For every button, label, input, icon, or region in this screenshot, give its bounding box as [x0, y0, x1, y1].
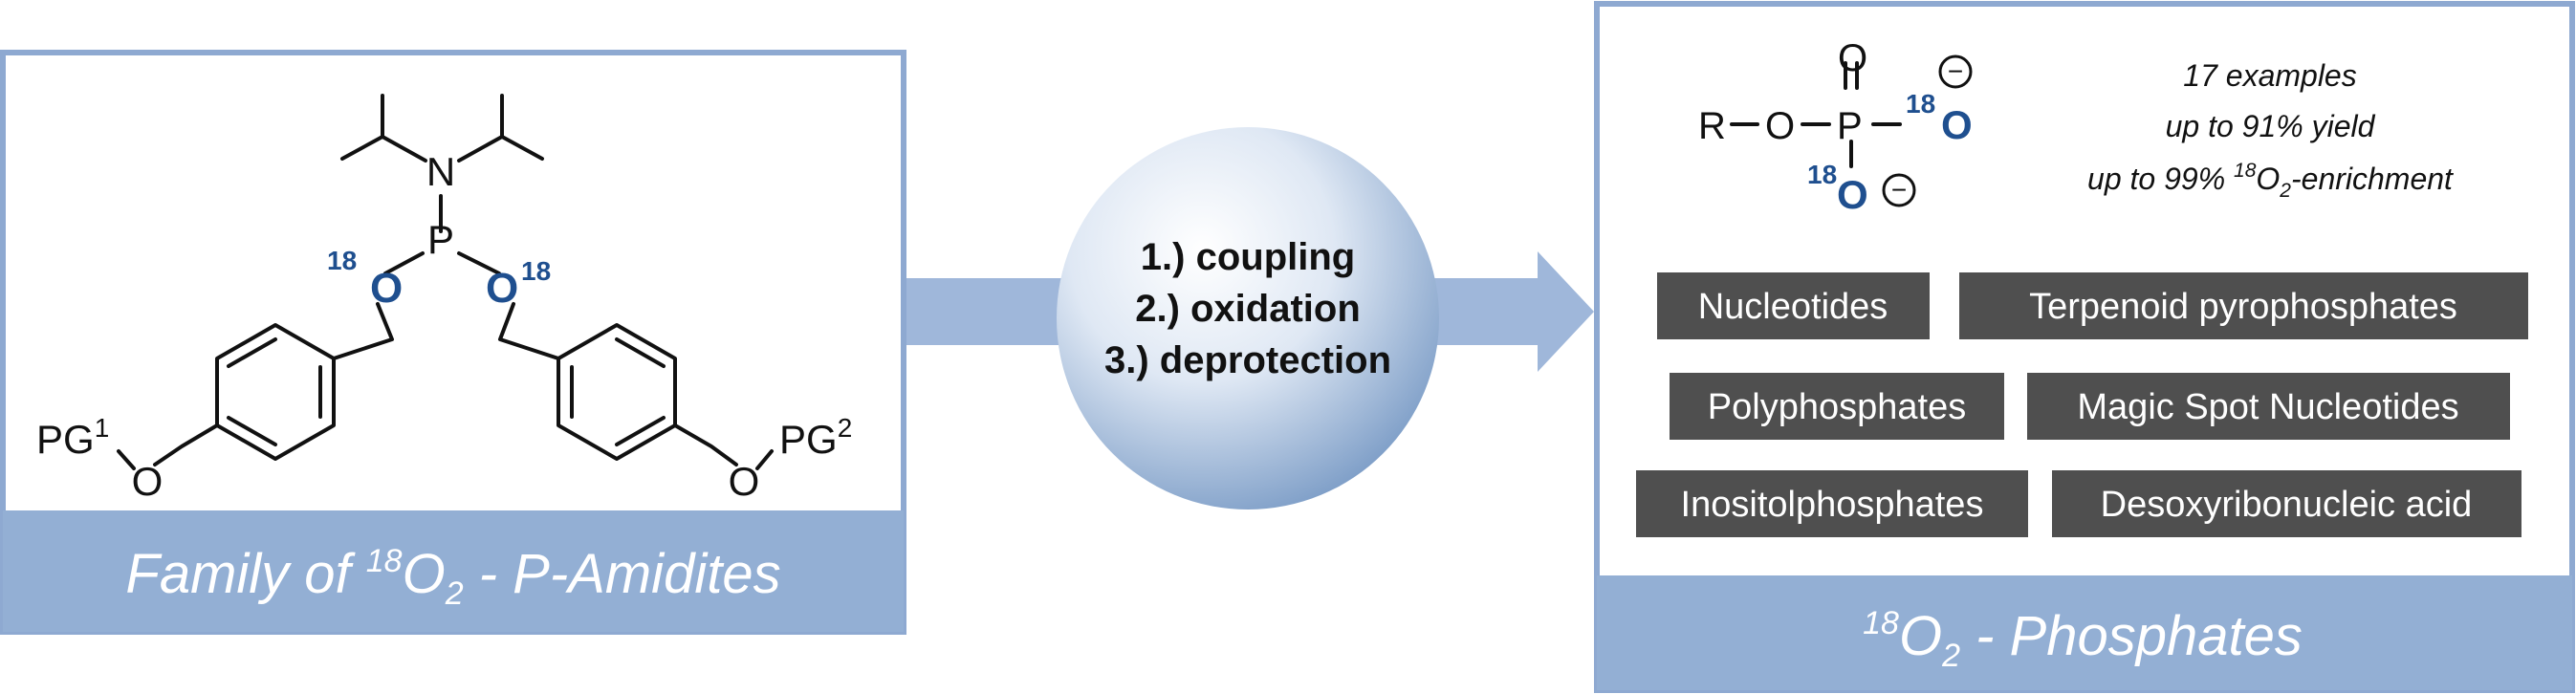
tag-magic-spot-nucleotides: Magic Spot Nucleotides [2077, 387, 2458, 427]
stats-line-2: up to 91% yield [2166, 109, 2376, 143]
stats-line-3-suffix: -enrichment [2291, 162, 2454, 196]
lower-charge-sign: − [1891, 175, 1907, 205]
step-3: 3.) deprotection [1104, 339, 1391, 381]
left-caption-prefix: Family of [125, 543, 365, 605]
tag-terpenoid-pyrophosphates-box [1959, 272, 2528, 339]
tag-desoxyribonucleic-acid: Desoxyribonucleic acid [2101, 485, 2473, 525]
tag-polyphosphates: Polyphosphates [1708, 387, 1966, 427]
left-protecting-group: PG1 [36, 413, 109, 462]
left-ring-to-o [153, 423, 219, 466]
left-panel: Family of 18O2 - P-Amidites N P 18 O O 1… [0, 50, 906, 635]
right-panel: 18O2 - Phosphates R O P O 18 O − 18 O − … [1594, 1, 2575, 693]
right-caption-element: O [1899, 605, 1942, 667]
tag-nucleotides-box [1657, 272, 1930, 339]
step-2: 2.) oxidation [1135, 288, 1361, 330]
left-caption-count: 2 [445, 575, 464, 612]
left-isotope-oxygen: O [370, 265, 403, 312]
ester-oxygen: O [1765, 105, 1795, 147]
right-caption-count: 2 [1941, 638, 1960, 674]
lower-charge-circle [1882, 173, 1916, 207]
left-caption-mass: 18 [366, 543, 403, 579]
r-group: R [1698, 105, 1726, 147]
pg2-superscript: 2 [838, 413, 853, 443]
upper-isotope-mass: 18 [1906, 89, 1935, 119]
p-o-left-bond [383, 251, 425, 275]
right-panel-caption-bar [1597, 575, 2572, 690]
right-ring-inner-bonds [570, 337, 666, 446]
stats-line-3-count: 2 [2279, 180, 2291, 202]
tag-magic-spot-nucleotides-box [2027, 373, 2510, 440]
left-ring-inner-bonds [227, 337, 322, 446]
left-benzyl-bonds [332, 302, 394, 360]
p-o-right-bond [457, 251, 501, 275]
reaction-sphere [1057, 127, 1439, 510]
lower-isotope-mass: 18 [1807, 160, 1837, 189]
right-isotope-oxygen: O [486, 265, 518, 312]
right-benzyl-bonds [498, 302, 560, 360]
upper-isotope-oxygen: O [1941, 102, 1973, 147]
right-panel-caption: 18O2 - Phosphates [1863, 605, 2303, 674]
right-protecting-group: PG2 [779, 413, 852, 462]
step-1: 1.) coupling [1141, 236, 1355, 278]
pg1-label: PG [36, 417, 95, 462]
phosphate-phosphorus: P [1837, 105, 1863, 147]
stats-line-3: up to 99% 18O2-enrichment [2087, 160, 2454, 202]
right-o-to-pg [755, 449, 774, 470]
left-isopropyl-bonds [340, 94, 427, 163]
application-tags: Nucleotides Terpenoid pyrophosphates Pol… [1636, 272, 2528, 537]
stats-line-1: 17 examples [2183, 58, 2356, 93]
lower-isotope-oxygen: O [1837, 172, 1868, 217]
pg2-label: PG [779, 417, 838, 462]
tag-desoxyribonucleic-acid-box [2052, 470, 2521, 537]
phosphate-structure [1730, 61, 1902, 168]
right-isotope-mass: 18 [521, 256, 551, 286]
stats-line-3-prefix: up to 99% [2087, 162, 2234, 196]
left-ether-oxygen: O [132, 459, 164, 504]
amidite-structure [117, 94, 774, 470]
right-isopropyl-bonds [457, 94, 544, 163]
upper-charge-sign: − [1948, 56, 1963, 86]
tag-inositolphosphates: Inositolphosphates [1681, 485, 1984, 525]
right-ether-oxygen: O [729, 459, 760, 504]
tag-terpenoid-pyrophosphates: Terpenoid pyrophosphates [2029, 287, 2457, 327]
nitrogen-atom: N [426, 149, 455, 194]
right-caption-mass: 18 [1863, 605, 1899, 641]
tag-nucleotides: Nucleotides [1698, 287, 1888, 327]
stats-line-3-mass: 18 [2234, 160, 2257, 182]
stats-line-3-element: O [2256, 162, 2280, 196]
p-double-o-bond [1844, 61, 1859, 90]
left-isotope-mass: 18 [327, 246, 357, 275]
left-panel-caption: Family of 18O2 - P-Amidites [125, 543, 780, 612]
double-bond-oxygen: O [1838, 37, 1867, 79]
left-caption-suffix: - P-Amidites [464, 543, 781, 605]
reaction-arrow-group: 1.) coupling 2.) oxidation 3.) deprotect… [906, 127, 1594, 510]
right-ring-to-o [673, 423, 738, 466]
upper-charge-circle [1938, 54, 1973, 89]
left-panel-caption-bar [3, 510, 904, 632]
left-o-to-pg [117, 449, 136, 470]
tag-inositolphosphates-box [1636, 470, 2028, 537]
phosphorus-atom: P [427, 217, 454, 262]
pg1-superscript: 1 [95, 413, 110, 443]
right-caption-suffix: - Phosphates [1960, 605, 2303, 667]
left-caption-element: O [403, 543, 446, 605]
tag-polyphosphates-box [1670, 373, 2004, 440]
